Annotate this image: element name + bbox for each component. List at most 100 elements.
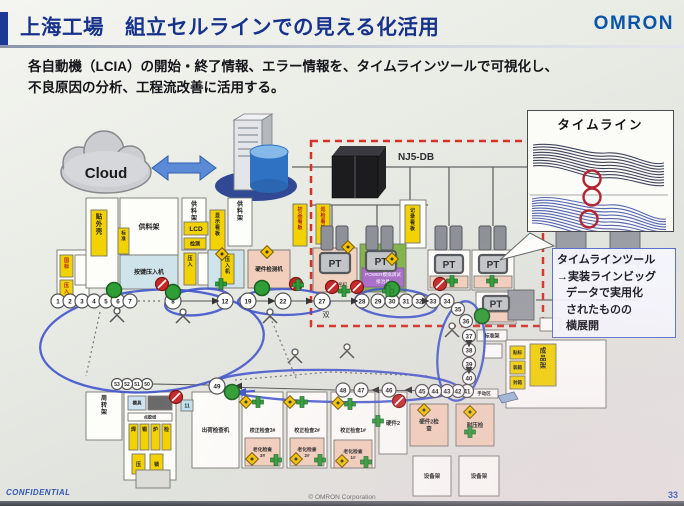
warning-diamond-icon	[244, 400, 248, 404]
machine-box-label: 装箱	[513, 364, 522, 371]
machine-box	[509, 345, 526, 360]
flow-step-number: 33	[430, 298, 437, 305]
flow-arrow-icon	[351, 297, 359, 305]
diagram-text: 焊机	[336, 281, 348, 289]
flow-step-number: 29	[375, 298, 382, 305]
machine-box-label: 压入	[187, 255, 192, 268]
flow-step-number: 48	[340, 387, 347, 394]
status-green-dot	[473, 307, 491, 325]
operator-icon	[287, 354, 303, 364]
timeline-dark-streaks	[532, 162, 665, 184]
screen-edge-strip	[0, 501, 684, 506]
machine-box	[509, 360, 526, 375]
machine-box-label: 手动区	[477, 390, 491, 397]
title-accent-bar	[0, 12, 8, 45]
timeline-graphic	[530, 143, 668, 246]
flow-step-number: 49	[214, 383, 221, 390]
timeline-blue-streaks	[531, 210, 667, 233]
callout-line: 横展開	[566, 320, 599, 332]
machine-box	[85, 391, 123, 441]
timeline-blue-streaks	[531, 204, 667, 228]
title-divider	[0, 45, 684, 48]
warning-diamond-icon	[294, 457, 298, 461]
timeline-highlight-circle	[579, 209, 599, 229]
machine-box-label: 模具	[133, 400, 142, 407]
flow-step-circle	[239, 292, 257, 310]
flow-step-circle	[450, 301, 466, 317]
green-cross-icon	[299, 396, 305, 408]
machine-box	[59, 254, 74, 278]
warning-diamond-icon	[422, 408, 426, 412]
cloud-icon	[64, 151, 148, 187]
warning-diamond-icon	[250, 457, 254, 461]
pt-connector-icon	[380, 225, 394, 251]
green-cross-icon	[449, 275, 455, 287]
flow-step-number: 5	[104, 298, 108, 305]
flow-step-number: 35	[455, 306, 462, 313]
machine-box	[117, 227, 130, 255]
flow-step-number: 2	[68, 298, 72, 305]
green-cross-icon	[375, 415, 381, 427]
callout-line: タイムラインツール	[557, 254, 656, 266]
loop-arrow	[236, 388, 246, 396]
machine-box	[74, 254, 88, 286]
machine-box	[183, 252, 197, 286]
flow-line	[224, 386, 336, 391]
machine-box	[529, 343, 557, 387]
machine-box	[139, 423, 150, 451]
machine-box-label: 设备架	[424, 472, 441, 480]
timeline-inset: タイムライン	[527, 110, 674, 246]
machine-box-label: 检测	[190, 240, 200, 247]
machine-box-label: 记录看板	[409, 207, 416, 232]
flow-step-number: 41	[464, 388, 471, 395]
green-cross-icon	[218, 278, 224, 290]
flow-arrow-icon	[465, 367, 473, 375]
flow-step-number: 34	[444, 298, 451, 305]
operator-icon	[444, 328, 460, 338]
flow-step-circle	[381, 382, 397, 398]
pt-terminal-label: PT	[487, 260, 500, 271]
timeline-dark-streaks	[532, 151, 665, 173]
pt-connector-icon	[449, 225, 463, 251]
machine-box	[455, 403, 495, 447]
flow-step-number: 38	[466, 347, 473, 354]
machine-box-label: 锁	[154, 461, 159, 468]
flow-step-number: 52	[124, 382, 130, 388]
operator-icon	[343, 343, 351, 351]
operator-icon	[109, 313, 125, 323]
flow-step-number: 6	[116, 298, 120, 305]
operator-icon	[262, 314, 278, 324]
timeline-dark-streaks	[532, 149, 665, 170]
flow-step-number: 43	[444, 388, 451, 395]
timeline-dark-streaks	[532, 143, 665, 165]
sync-arrow-icon	[151, 155, 217, 181]
machine-box-label: 炉	[152, 426, 158, 433]
timeline-dark-streaks	[532, 146, 665, 167]
nj5-zone-dashed-border	[309, 139, 545, 328]
flow-step-number: 50	[144, 382, 150, 388]
flow-step-number: 40	[466, 375, 473, 382]
green-cross-icon	[467, 426, 473, 438]
machine-box	[128, 423, 139, 451]
omron-logo: OMRON	[593, 13, 674, 34]
machine-box-label: 标准	[120, 230, 126, 243]
machine-box-label: 11	[184, 403, 190, 409]
timeline-dark-streaks	[532, 157, 665, 178]
machine-box-label: 封箱	[513, 379, 522, 386]
machine-box	[127, 395, 147, 411]
flow-dotted-line	[234, 371, 331, 381]
flow-dotted-line	[85, 311, 101, 377]
machine-box-label: 按键压入机	[134, 268, 164, 276]
body-line-1: 各自動機（LCIA）の開始・終了情報、エラー情報を、タイムラインツールで可視化し…	[28, 59, 559, 74]
inset-pointer-wedge	[499, 232, 556, 261]
flow-arrow-icon	[465, 340, 473, 348]
status-red-dot	[352, 282, 362, 292]
machine-box-label: 点胶线	[144, 413, 157, 420]
diagram-text: 双	[323, 311, 330, 319]
pt-connector-icon	[434, 225, 448, 251]
status-green-dot	[105, 281, 123, 299]
machine-box-label: 成品架	[539, 346, 547, 370]
warning-diamond-icon	[468, 410, 472, 414]
